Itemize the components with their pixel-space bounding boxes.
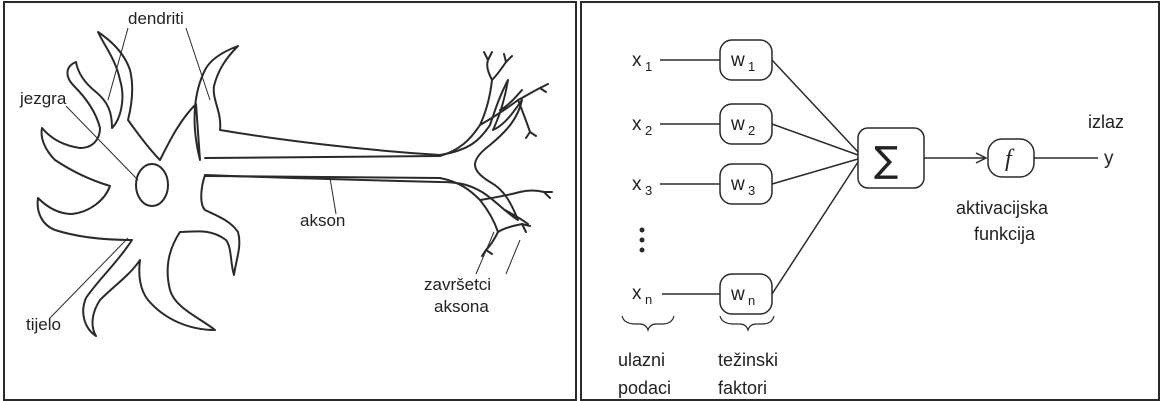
perceptron-panel-frame [580, 1, 1160, 401]
svg-text:n: n [645, 292, 652, 307]
weights-label-line2: faktori [718, 378, 767, 398]
svg-text:x: x [632, 114, 642, 135]
perceptron-diagram: x 1 x 2 x 3 x n [618, 39, 1124, 398]
output-label: izlaz [1088, 112, 1124, 132]
weights-brace [719, 315, 775, 332]
input-xn: x n [632, 283, 652, 307]
weight-w3: w 3 [730, 174, 755, 198]
svg-text:w: w [730, 284, 745, 305]
svg-text:w: w [730, 174, 745, 195]
neuron-terminal-fringe [481, 51, 553, 257]
svg-text:3: 3 [748, 183, 755, 198]
neuron-terminal-bottom [439, 177, 545, 251]
weight-w1: w 1 [730, 50, 755, 74]
label-dendrites: dendriti [128, 9, 184, 28]
svg-text:x: x [632, 283, 642, 304]
neuron-panel-frame [3, 1, 577, 401]
svg-text:w: w [730, 114, 745, 135]
inputs-label-line2: podaci [618, 378, 671, 398]
sum-symbol: ∑ [874, 140, 898, 181]
input-x2: x 2 [632, 114, 652, 138]
neuron-terminal-top [439, 59, 541, 157]
weight-box-2 [719, 103, 773, 145]
weights-label-line1: težinski [718, 350, 778, 370]
neuron-axon [204, 155, 441, 179]
arrowhead-icon [975, 152, 988, 164]
weight-box-3 [719, 163, 773, 205]
activation-symbol: f [1005, 146, 1015, 172]
neuron-illustration [36, 31, 553, 337]
neuron-nucleus [135, 163, 169, 207]
svg-text:2: 2 [645, 123, 652, 138]
label-cell-body: tijelo [26, 315, 61, 334]
neuron-cell-body [36, 31, 523, 337]
weight-box-n [719, 273, 773, 315]
svg-text:3: 3 [645, 183, 652, 198]
weight-box-1 [719, 39, 773, 81]
weight-boxes [719, 39, 773, 315]
svg-text:2: 2 [748, 123, 755, 138]
input-x1: x 1 [632, 50, 652, 74]
activation-label-line2: funkcija [974, 224, 1036, 244]
weight-wn: w n [730, 284, 755, 308]
input-lines [660, 59, 720, 295]
label-axon-terminals-line2: aksona [434, 297, 489, 316]
output-y: y [1104, 148, 1114, 169]
svg-text:w: w [730, 50, 745, 71]
label-axon-terminals-line1: završetci [424, 275, 491, 294]
activation-label-line1: aktivacijska [956, 198, 1049, 218]
weight-w2: w 2 [730, 114, 755, 138]
inputs-label-line1: ulazni [618, 350, 665, 370]
svg-text:x: x [632, 50, 642, 71]
svg-text:n: n [748, 293, 755, 308]
label-nucleus: jezgra [19, 89, 67, 108]
svg-text:x: x [632, 174, 642, 195]
input-x3: x 3 [632, 174, 652, 198]
weighted-connections [771, 59, 859, 295]
label-axon: akson [300, 211, 345, 230]
neuron-leader-lines [49, 27, 521, 319]
svg-text:1: 1 [645, 59, 652, 74]
svg-text:1: 1 [748, 59, 755, 74]
inputs-ellipsis [639, 227, 645, 253]
inputs-brace [621, 315, 675, 332]
